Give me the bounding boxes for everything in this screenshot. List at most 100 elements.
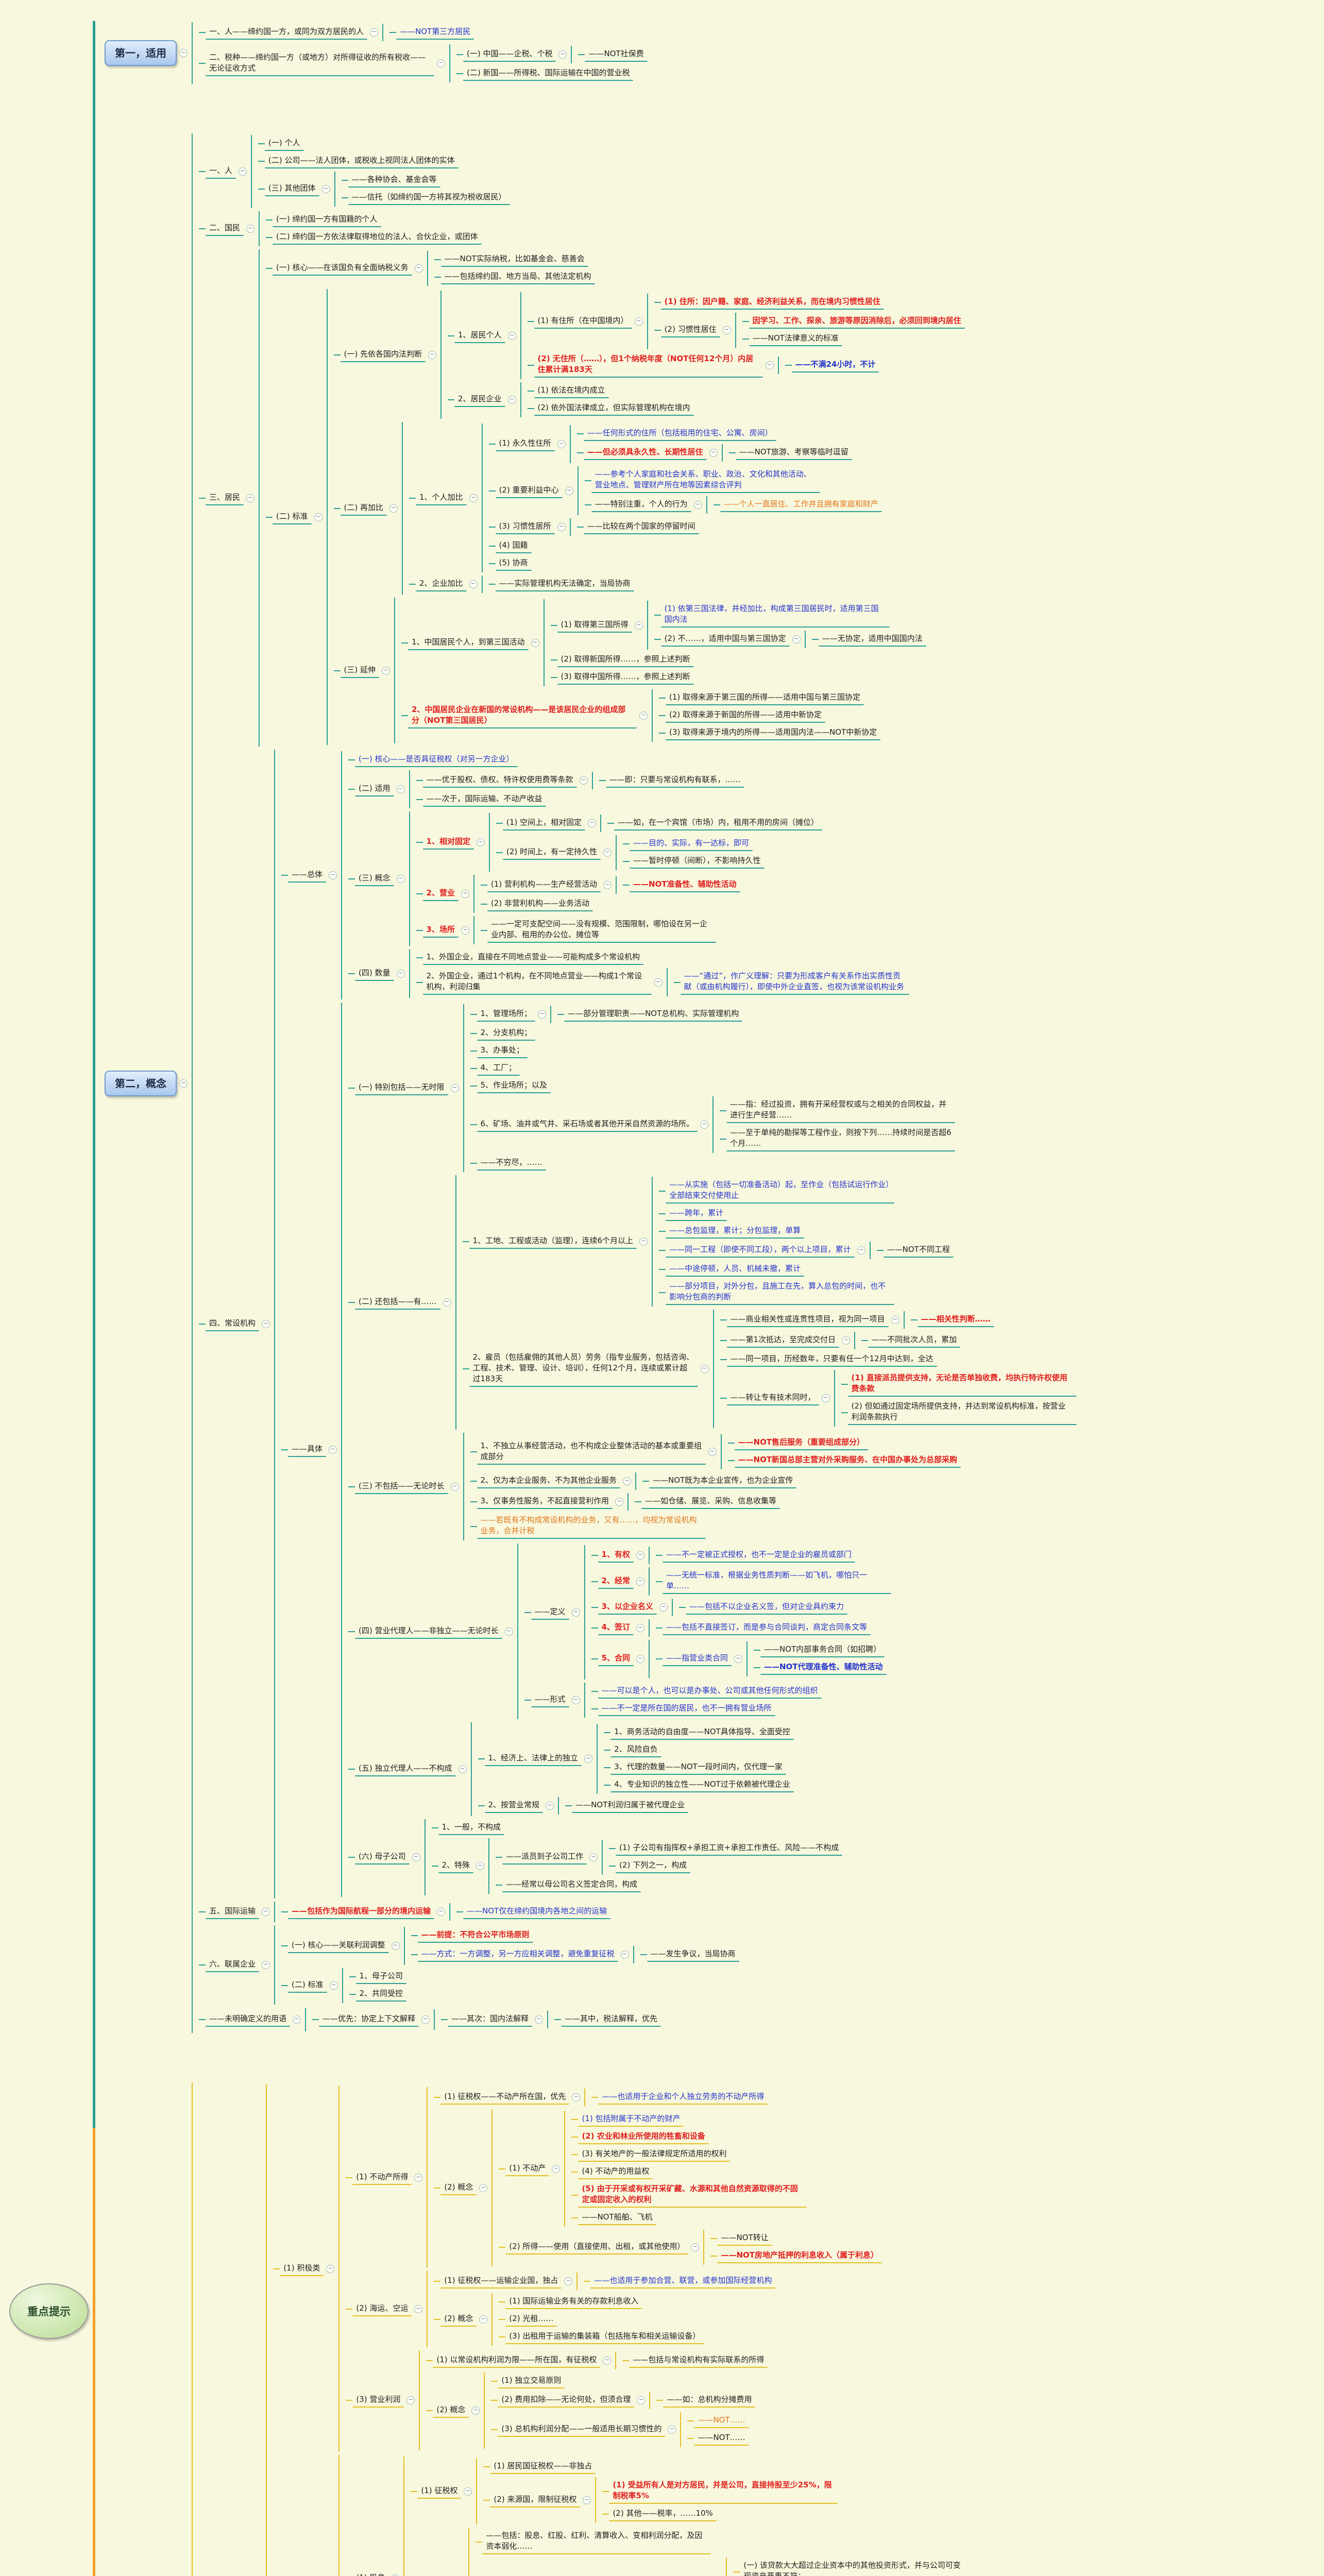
collapse-icon[interactable]: − bbox=[557, 440, 566, 448]
node-label[interactable]: 4、专业知识的独立性——NOT过于依赖被代理企业 bbox=[610, 1778, 794, 1792]
collapse-icon[interactable]: − bbox=[179, 49, 188, 57]
node-label[interactable]: (1) 依第三国法律，并经加比，构成第三国居民时，适用第三国国内法 bbox=[660, 602, 890, 628]
node-label[interactable]: ——NOT旅游、考察等临时逗留 bbox=[735, 446, 852, 460]
node-label[interactable]: ——NOT内部事务合同（如招聘） bbox=[760, 1643, 885, 1657]
node-label[interactable]: 1、商务活动的自由度——NOT具体指导、全面受控 bbox=[610, 1725, 794, 1740]
node-label[interactable]: 2、经常 bbox=[598, 1574, 634, 1589]
node-label[interactable]: ——如：总机构分摊费用 bbox=[663, 2393, 756, 2408]
node-label[interactable]: 3、代理的数量——NOT一段时间内，仅代理一家 bbox=[610, 1760, 786, 1775]
node-label[interactable]: ——NOT仅在缔约国境内各地之间的运输 bbox=[463, 1905, 611, 1919]
collapse-icon[interactable]: − bbox=[639, 711, 648, 720]
collapse-icon[interactable]: − bbox=[634, 621, 643, 630]
collapse-icon[interactable]: − bbox=[471, 2406, 480, 2415]
node-label[interactable]: ——同一工程（即使不同工段），两个以上项目，累计 bbox=[666, 1243, 855, 1258]
node-label[interactable]: (2) 所得——使用（直接使用、出租，或其他使用） bbox=[505, 2240, 689, 2255]
node-label[interactable]: ——从实施（包括一切准备活动）起，至作业（包括试运行作业）全部结束交付使用止 bbox=[666, 1178, 895, 1204]
node-label[interactable]: (二) 再加比 bbox=[340, 501, 387, 516]
node-label[interactable]: (2) 非营利机构——业务活动 bbox=[487, 897, 593, 911]
node-label[interactable]: (2) 概念 bbox=[433, 2403, 469, 2418]
node-label[interactable]: ——也适用于企业和个人独立劳务的不动产所得 bbox=[598, 2090, 768, 2105]
node-label[interactable]: (2) 其他——税率，……10% bbox=[609, 2507, 717, 2521]
node-label[interactable]: 5、作业场所；以及 bbox=[477, 1079, 551, 1093]
collapse-icon[interactable]: − bbox=[381, 666, 390, 675]
node-label[interactable]: (二) 缔约国一方依法律取得地位的法人、合伙企业，或团体 bbox=[273, 230, 482, 245]
node-label[interactable]: 二、税种——缔约国一方（或地方）对所得征收的所有税收——无论征收方式 bbox=[206, 51, 434, 76]
topic-box[interactable]: 第二，概念 bbox=[105, 1070, 177, 1096]
collapse-icon[interactable]: − bbox=[564, 2277, 573, 2285]
node-label[interactable]: ——NOT利润归属于被代理企业 bbox=[572, 1799, 689, 1813]
node-label[interactable]: 2、企业加比 bbox=[415, 577, 467, 591]
node-label[interactable]: (3) 有关地产的一般法律规定所适用的权利 bbox=[578, 2147, 731, 2162]
node-label[interactable]: (2) 概念 bbox=[440, 2312, 477, 2327]
node-label[interactable]: ——发生争议，当局协商 bbox=[647, 1947, 739, 1962]
node-label[interactable]: ——如，在一个宾馆（市场）内，租用不用的房间（摊位） bbox=[614, 816, 823, 831]
collapse-icon[interactable]: − bbox=[246, 494, 255, 502]
collapse-icon[interactable]: − bbox=[370, 28, 379, 37]
node-label[interactable]: (4) 不动产的用益权 bbox=[578, 2165, 653, 2179]
node-label[interactable]: ——部分管理职责——NOT总机构、实际管理机构 bbox=[564, 1007, 743, 1022]
collapse-icon[interactable]: − bbox=[659, 1603, 668, 1612]
collapse-icon[interactable]: − bbox=[479, 2183, 488, 2192]
collapse-icon[interactable]: − bbox=[571, 1608, 580, 1617]
collapse-icon[interactable]: − bbox=[623, 1477, 632, 1485]
node-label[interactable]: ——无统一标准，根据业务性质判断——如飞机，哪怕只一单…… bbox=[662, 1569, 891, 1594]
collapse-icon[interactable]: − bbox=[179, 1079, 188, 1088]
node-label[interactable]: (六) 母子公司 bbox=[355, 1850, 410, 1865]
node-label[interactable]: 2、外国企业，通过1个机构，在不同地点营业——构成1个常设机构，利润归集 bbox=[422, 970, 652, 995]
node-label[interactable]: (2) 重要利益中心 bbox=[495, 484, 563, 498]
node-label[interactable]: ——个人一直居住、工作并且拥有家庭和财产 bbox=[720, 498, 882, 512]
node-label[interactable]: ——NOT转让 bbox=[717, 2231, 772, 2246]
node-label[interactable]: (1) 直接派员提供支持，无论是否单独收费，均执行特许权使用费条款 bbox=[847, 1371, 1077, 1397]
collapse-icon[interactable]: − bbox=[636, 1577, 644, 1586]
collapse-icon[interactable]: − bbox=[450, 1084, 459, 1092]
node-label[interactable]: ——优先：协定上下文解释 bbox=[319, 2012, 419, 2027]
node-label[interactable]: (一) 核心——关联利润调整 bbox=[288, 1939, 389, 1953]
node-label[interactable]: ——各种协会、基金会等 bbox=[348, 173, 440, 188]
node-label[interactable]: (2) 取得来源于新国的所得——适用中新协定 bbox=[665, 708, 826, 723]
node-label[interactable]: (2) 依外国法律成立，但实际管理机构在境内 bbox=[534, 401, 694, 416]
collapse-icon[interactable]: − bbox=[414, 264, 423, 273]
node-label[interactable]: ——暂时停顿（间断），不影响持久性 bbox=[630, 854, 765, 869]
node-label[interactable]: (一) 该贷款大大超过企业资本中的其他投资形式，并与公司可变现资产严重不符； bbox=[740, 2559, 969, 2576]
node-label[interactable]: (1) 子公司有指挥权+承担工资+承担工作责任、风险——不构成 bbox=[616, 1841, 843, 1856]
collapse-icon[interactable]: − bbox=[584, 1755, 593, 1763]
node-label[interactable]: 1、中国居民个人，到第三国活动 bbox=[408, 636, 529, 650]
collapse-icon[interactable]: − bbox=[583, 2496, 591, 2504]
node-label[interactable]: ——实际管理机构无法确定，当局协商 bbox=[495, 577, 634, 591]
node-label[interactable]: (2) 海运、空运 bbox=[352, 2302, 412, 2316]
node-label[interactable]: 1、工地、工程或活动（监理），连续6个月以上 bbox=[469, 1234, 637, 1249]
node-label[interactable]: (二) 适用 bbox=[355, 782, 394, 796]
node-label[interactable]: ——包括不直接签订，而是参与合同谈判，商定合同条文等 bbox=[662, 1621, 871, 1635]
collapse-icon[interactable]: − bbox=[557, 523, 566, 531]
node-label[interactable]: 2、居民企业 bbox=[454, 393, 505, 407]
collapse-icon[interactable]: − bbox=[479, 2315, 488, 2324]
collapse-icon[interactable]: − bbox=[262, 1961, 270, 1969]
node-label[interactable]: (二) 标准 bbox=[288, 1978, 327, 1993]
node-label[interactable]: (5) 协商 bbox=[495, 556, 532, 571]
node-label[interactable]: ——商业相关性或连贯性项目，视为同一项目 bbox=[726, 1313, 889, 1327]
node-label[interactable]: (五) 独立代理人——不构成 bbox=[355, 1762, 456, 1776]
node-label[interactable]: (一) 缔约国一方有国籍的个人 bbox=[273, 213, 381, 227]
collapse-icon[interactable]: − bbox=[396, 969, 405, 978]
node-label[interactable]: (二) 还包括——有…… bbox=[355, 1295, 440, 1310]
node-label[interactable]: ——前提：不符合公平市场原则 bbox=[417, 1928, 533, 1943]
collapse-icon[interactable]: − bbox=[262, 1908, 270, 1916]
topic-box[interactable]: 第一，适用 bbox=[105, 40, 177, 66]
node-label[interactable]: ——NOT既为本企业宣传，也为企业宣传 bbox=[649, 1474, 797, 1488]
collapse-icon[interactable]: − bbox=[476, 1862, 485, 1870]
node-label[interactable]: (3) 出租用于运输的集装箱（包括拖车和相关运输设备） bbox=[505, 2330, 704, 2344]
node-label[interactable]: (三) 其他团体 bbox=[265, 182, 319, 196]
node-label[interactable]: (1) 征税权——不动产所在国，优先 bbox=[440, 2090, 570, 2105]
node-label[interactable]: ——第1次抵达，至完成交付日 bbox=[726, 1333, 840, 1348]
collapse-icon[interactable]: − bbox=[691, 2243, 700, 2251]
node-label[interactable]: (一) 核心——在该国负有全面纳税义务 bbox=[273, 261, 412, 276]
collapse-icon[interactable]: − bbox=[636, 1655, 644, 1663]
collapse-icon[interactable]: − bbox=[634, 317, 643, 326]
node-label[interactable]: (1) 取得来源于第三国的所得——适用中国与第三国协定 bbox=[665, 691, 864, 705]
node-label[interactable]: (1) 积极类 bbox=[280, 2262, 324, 2276]
node-label[interactable]: (2) 费用扣除——无论何处，但须合理 bbox=[498, 2393, 635, 2408]
collapse-icon[interactable]: − bbox=[708, 1448, 717, 1456]
node-label[interactable]: (1) 不动产所得 bbox=[352, 2171, 412, 2185]
node-label[interactable]: ——NOT…… bbox=[694, 2414, 749, 2428]
node-label[interactable]: ——跨年，累计 bbox=[666, 1207, 727, 1221]
